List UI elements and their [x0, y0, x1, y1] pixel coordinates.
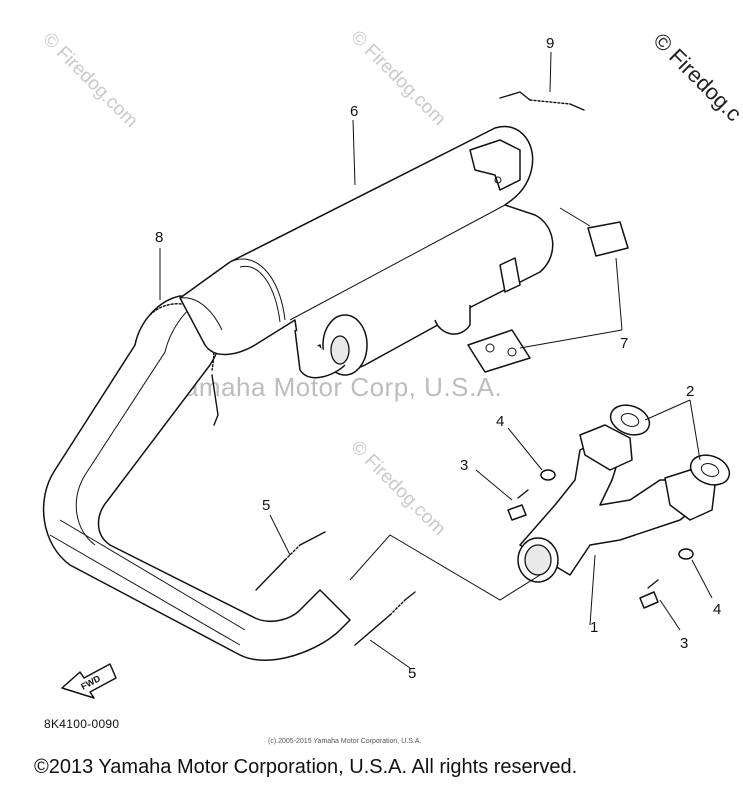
footer-copyright: ©2013 Yamaha Motor Corporation, U.S.A. A… — [34, 756, 577, 778]
center-watermark: Yamaha Motor Corp, U.S.A. — [168, 372, 502, 402]
fwd-arrow: FWD — [61, 663, 117, 699]
part-number-7: 7 — [620, 335, 628, 352]
part-number-6: 6 — [350, 103, 358, 120]
bolts-washers-parts-3-4 — [475, 427, 713, 631]
muffler-part-6 — [179, 125, 554, 379]
part-number-3-top: 3 — [460, 457, 468, 474]
firedog-watermark-3: © Firedog.com — [346, 437, 449, 540]
part-number-1: 1 — [590, 619, 598, 636]
leader-lines — [159, 119, 541, 601]
part-number-5-top: 5 — [262, 497, 270, 514]
firedog-watermark-corner: © Firedog.c — [648, 28, 743, 126]
part-number-3-bottom: 3 — [680, 635, 688, 652]
diagram-code: 8K4100-0090 — [44, 717, 119, 731]
bracket-part-7 — [467, 207, 629, 373]
gasket-part-2 — [609, 399, 731, 486]
springs-part-5 — [255, 514, 416, 669]
spring-part-9 — [499, 51, 585, 111]
manifold-part-1 — [517, 424, 716, 626]
firedog-watermark-1: © Firedog.com — [38, 29, 141, 132]
part-number-2: 2 — [686, 383, 694, 400]
part-number-4-top: 4 — [496, 413, 504, 430]
part-number-9: 9 — [546, 35, 554, 52]
firedog-watermark-2: © Firedog.com — [346, 27, 449, 130]
part-number-5-bottom: 5 — [408, 665, 416, 682]
small-copyright: (c) 2005-2015 Yamaha Motor Corporation, … — [268, 738, 421, 745]
part-number-8: 8 — [155, 229, 163, 246]
part-labels: 9 6 8 7 2 4 3 5 4 1 3 5 — [155, 35, 721, 682]
part-number-4-bottom: 4 — [713, 601, 721, 618]
